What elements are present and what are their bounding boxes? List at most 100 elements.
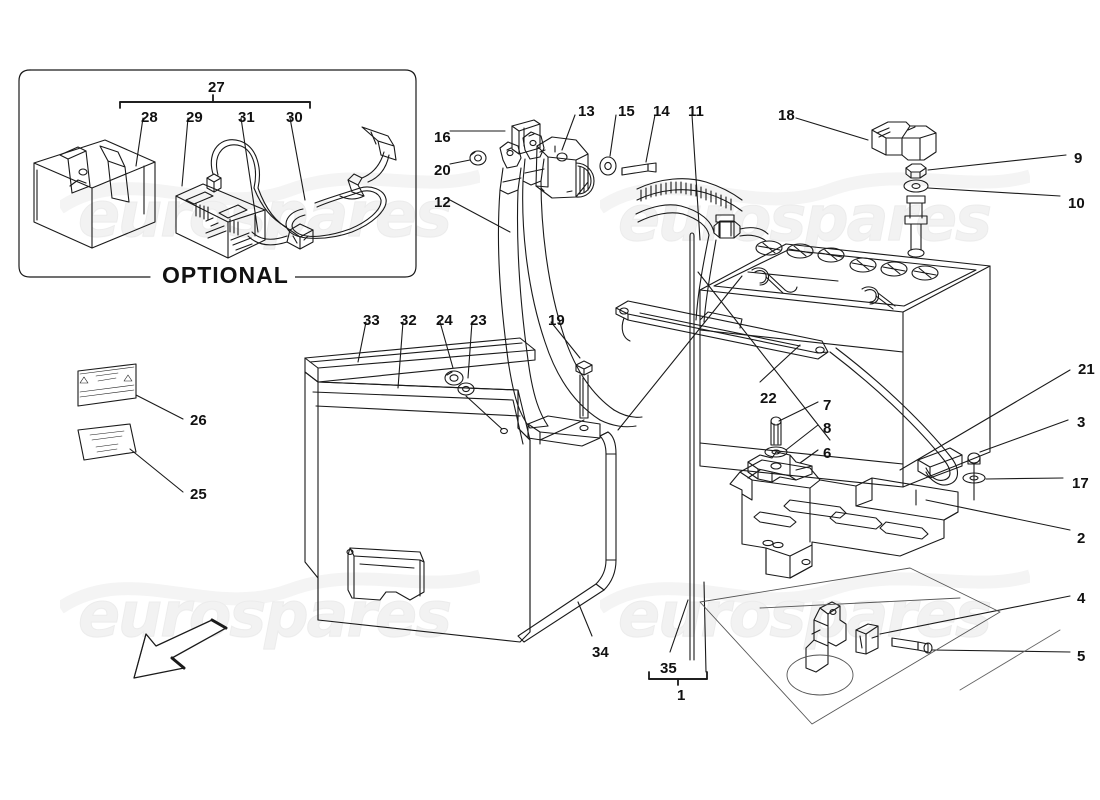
callout-20: 20 xyxy=(434,162,451,179)
leader-15 xyxy=(609,114,617,157)
part-10-washer xyxy=(903,179,929,193)
ghost-outline-right xyxy=(959,629,1061,691)
leader-8 xyxy=(785,424,819,451)
leader-9 xyxy=(927,154,1067,171)
part-32-cover-body xyxy=(304,371,531,643)
part-18-relay-block xyxy=(871,121,937,161)
part-8-washer xyxy=(764,446,788,458)
part-23-washer xyxy=(457,382,475,396)
callout-35: 35 xyxy=(660,660,677,677)
part-29-charger xyxy=(175,183,266,259)
callout-22: 22 xyxy=(760,390,777,407)
part-25-label-plate xyxy=(77,423,137,461)
leader-23 xyxy=(467,321,473,379)
leader-32 xyxy=(397,321,404,389)
callout-27: 27 xyxy=(208,79,225,96)
leader-4 xyxy=(879,595,1071,635)
callout-31: 31 xyxy=(238,109,255,126)
leader-10 xyxy=(927,187,1061,197)
callout-30: 30 xyxy=(286,109,303,126)
part-2-battery-tray xyxy=(729,459,959,579)
leader-1-right xyxy=(703,581,707,673)
leader-19-b xyxy=(539,419,585,441)
part-21-battery xyxy=(699,240,991,488)
callout-13: 13 xyxy=(578,103,595,120)
leader-11 xyxy=(691,114,701,241)
leader-33 xyxy=(357,321,367,363)
leader-35 xyxy=(669,599,689,653)
leader-22 xyxy=(759,344,801,383)
callout-11: 11 xyxy=(688,103,704,120)
bracket-1 xyxy=(648,671,708,686)
callout-28: 28 xyxy=(141,109,158,126)
cover-corner-bracket xyxy=(527,415,601,447)
part-1-rod-support xyxy=(805,601,847,673)
part-11-positive-cable xyxy=(635,204,769,323)
leader-17 xyxy=(985,477,1064,480)
part-24-grommet xyxy=(444,370,464,386)
part-12-battery-cables xyxy=(497,131,643,429)
leader-5 xyxy=(931,649,1071,653)
callout-1: 1 xyxy=(677,687,686,704)
callout-12: 12 xyxy=(434,194,451,211)
part-19-bolt xyxy=(575,360,593,419)
floor-panel-ghost xyxy=(699,567,1001,725)
optional-bracket-27 xyxy=(119,94,311,109)
callout-32: 32 xyxy=(400,312,417,329)
callout-16: 16 xyxy=(434,129,451,146)
leader-25 xyxy=(129,448,184,493)
leader-18 xyxy=(795,117,869,141)
leader-19 xyxy=(550,321,581,359)
leader-34 xyxy=(577,601,593,637)
callout-15: 15 xyxy=(618,103,635,120)
direction-arrow xyxy=(133,618,228,679)
part-3-bolt xyxy=(967,452,981,501)
part-35-rod xyxy=(689,232,695,661)
part-33-cover xyxy=(304,337,536,383)
leader-23-b xyxy=(465,395,503,430)
holddown-rod-right xyxy=(829,347,959,486)
callout-10: 10 xyxy=(1068,195,1085,212)
leader-3 xyxy=(979,419,1069,453)
part-23-hole xyxy=(500,427,508,435)
optional-box-frame xyxy=(18,69,417,278)
leader-6 xyxy=(799,449,819,464)
part-16-bracket xyxy=(511,119,541,155)
part-22-holddown-bar xyxy=(615,300,829,360)
part-13-cutoff-switch xyxy=(535,136,595,199)
callout-26: 26 xyxy=(190,412,207,429)
part-28-battery-case xyxy=(33,139,156,249)
callout-23: 23 xyxy=(470,312,487,329)
part-7-bolt xyxy=(770,416,782,446)
leader-22-b xyxy=(697,271,831,441)
callout-18: 18 xyxy=(778,107,795,124)
part-31-cable xyxy=(206,139,314,250)
callout-21: 21 xyxy=(1078,361,1095,378)
part-15-washer xyxy=(599,156,617,176)
callout-29: 29 xyxy=(186,109,203,126)
callout-19: 19 xyxy=(548,312,565,329)
callout-34: 34 xyxy=(592,644,609,661)
part-5-screw xyxy=(891,637,933,654)
callout-4: 4 xyxy=(1077,590,1086,607)
callout-6: 6 xyxy=(823,445,832,462)
leader-7 xyxy=(778,401,819,422)
part-9-nut xyxy=(905,163,927,179)
battery-terminal-posts xyxy=(715,195,928,258)
leader-14 xyxy=(645,114,656,163)
leader-21 xyxy=(899,369,1071,471)
leader-26 xyxy=(135,394,184,420)
callout-8: 8 xyxy=(823,420,832,437)
part-30-clamp-lead xyxy=(285,126,397,239)
callout-14: 14 xyxy=(653,103,670,120)
callout-33: 33 xyxy=(363,312,380,329)
leader-12 xyxy=(449,199,511,233)
optional-leaders xyxy=(135,117,306,233)
callout-9: 9 xyxy=(1074,150,1083,167)
callout-24: 24 xyxy=(436,312,453,329)
callout-3: 3 xyxy=(1077,414,1086,431)
callout-2: 2 xyxy=(1077,530,1086,547)
cable-sleeve xyxy=(636,178,743,212)
